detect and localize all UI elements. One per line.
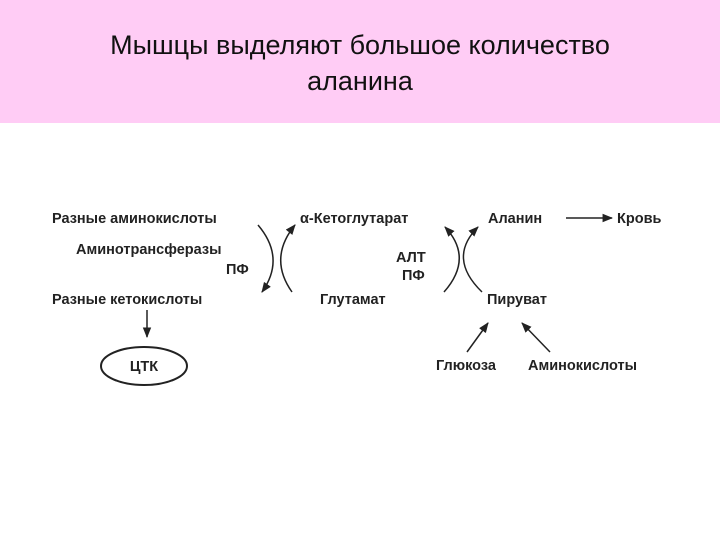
slide-title-line-1: Мышцы выделяют большое количество — [110, 30, 610, 60]
arrow-amino-to-keto — [257, 224, 274, 293]
label-tca: ЦТК — [130, 359, 158, 375]
label-blood: Кровь — [617, 211, 661, 227]
label-pf-left: ПФ — [226, 262, 249, 278]
tca-ellipse — [100, 346, 188, 386]
label-pyruvate: Пируват — [487, 292, 547, 308]
slide-title-line-2: аланина — [307, 66, 413, 96]
label-aminotransferases: Аминотрансферазы — [76, 242, 221, 258]
label-amino-acids: Аминокислоты — [528, 358, 637, 374]
arrow-amino-acids-to-pyruvate — [521, 322, 551, 353]
label-alpha-ketoglutarate: α-Кетоглутарат — [300, 211, 408, 227]
label-glutamate: Глутамат — [320, 292, 386, 308]
label-glucose: Глюкоза — [436, 358, 497, 374]
label-various-keto-acids: Разные кетокислоты — [52, 292, 202, 308]
label-pf-right: ПФ — [402, 268, 425, 284]
arrow-glucose-to-pyruvate — [466, 322, 489, 353]
arrow-glutamate-to-ketoglutarate — [279, 224, 296, 293]
label-various-amino-acids: Разные аминокислоты — [52, 211, 217, 227]
label-alanine: Аланин — [488, 211, 542, 227]
arrow-glutamate-ketoglutarate-alt — [443, 226, 460, 293]
title-banner: Мышцы выделяют большое количество аланин… — [0, 0, 720, 123]
label-alt: АЛТ — [396, 250, 426, 266]
arrow-pyruvate-to-alanine — [462, 226, 483, 293]
